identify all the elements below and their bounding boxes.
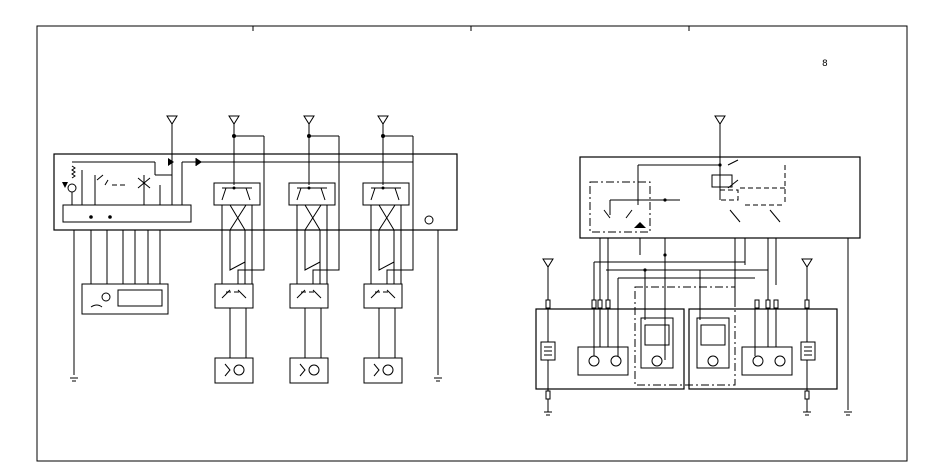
left-circuit [53,115,458,384]
door-unit-left [535,308,685,390]
mid-switch-3 [363,283,403,309]
page-frame [36,25,908,462]
ground-symbol [803,399,811,416]
motor-unit-1 [214,357,254,384]
supply-symbol [801,258,813,300]
switch-block [800,341,816,361]
lock-actuator-right [696,317,730,369]
switch-group-1 [213,182,261,206]
mid-switch-2 [289,283,329,309]
mid-switch-1 [214,283,254,309]
motor-pair-left [577,346,629,376]
page-label: 8 [822,59,828,69]
supply-symbol [166,115,178,154]
door-unit-right [688,308,838,390]
motor-unit-2 [289,357,329,384]
coil-symbol [67,183,77,193]
supply-symbol [542,258,554,300]
switch-group-2 [288,182,336,206]
supply-symbol [303,115,315,136]
sensor-module [81,283,169,315]
connector-symbol [424,215,434,225]
ground-symbol [844,411,852,416]
door-lock-block [634,286,736,386]
motor-unit-3 [363,357,403,384]
supply-symbol [377,115,389,136]
ground-symbol [434,377,442,382]
ground-symbol [70,377,78,382]
relay-sub-block [589,181,651,233]
right-circuit [535,115,861,416]
switch-group-3 [362,182,410,206]
supply-symbol [714,115,726,157]
ground-symbol [544,399,552,416]
motor-pair-right [741,346,793,376]
control-sub-unit [62,204,192,223]
supply-symbol [228,115,240,136]
lock-actuator-left [640,317,674,369]
